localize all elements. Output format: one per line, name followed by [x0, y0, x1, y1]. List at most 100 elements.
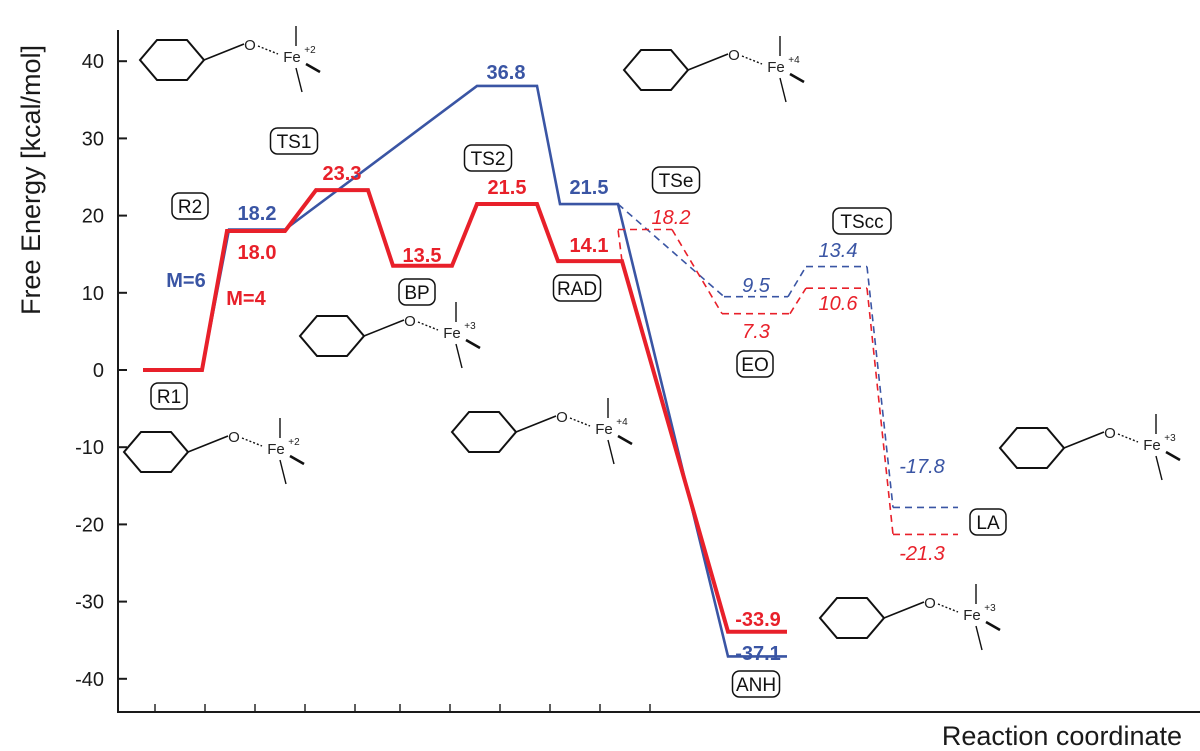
ligand-bond — [455, 343, 463, 369]
state-box-RAD — [552, 274, 602, 302]
ring-bond — [998, 427, 1066, 469]
dashed-connector — [617, 229, 623, 262]
state-box-EO — [736, 350, 774, 378]
molecule-RAD: O Fe+4 — [450, 398, 633, 465]
wedge-bond — [1165, 450, 1181, 462]
oxygen-atom: O — [728, 47, 740, 64]
series-line — [143, 188, 787, 634]
molecule-TS1: OFe+2 — [138, 26, 321, 93]
state-label-TS2: TS2 — [471, 149, 506, 170]
iron-atom: Fe — [443, 325, 461, 342]
ring-bond — [622, 49, 690, 91]
bond — [569, 417, 591, 427]
molecule-R1: OFe+2 — [122, 418, 305, 485]
bond — [687, 53, 729, 71]
molecule-LA: OFe+3 — [998, 414, 1181, 481]
y-tick-label: 10 — [82, 283, 104, 305]
oxygen-atom: O — [556, 409, 568, 426]
value-label-blue_RAD: 21.5 — [570, 177, 609, 199]
state-box-ANH — [731, 670, 781, 698]
value-label-red_EO: 7.3 — [742, 321, 770, 343]
state-label-R1: R1 — [157, 387, 181, 408]
value-label-red_R2: 18.0 — [238, 242, 277, 264]
state-box-R2 — [171, 192, 209, 220]
bond — [741, 55, 763, 65]
state-box-R1 — [150, 382, 188, 410]
oxygen-atom: O — [244, 37, 256, 54]
iron-charge: +3 — [464, 321, 476, 332]
value-label-red_RAD: 14.1 — [570, 235, 609, 257]
value-label-red_TS1: 23.3 — [323, 163, 362, 185]
bond — [883, 601, 925, 619]
state-label-ANH: ANH — [736, 675, 776, 696]
molecule-ANH: OFe+3 — [818, 584, 1001, 651]
wedge-bond — [789, 72, 805, 84]
multiplicity-label-m6: M=6 — [166, 270, 205, 292]
state-box-TSe — [651, 166, 701, 194]
iron-atom: Fe — [267, 441, 285, 458]
state-label-RAD: RAD — [557, 279, 597, 300]
wedge-bond — [985, 620, 1001, 632]
bond — [257, 45, 279, 55]
bond — [203, 43, 245, 61]
value-label-red_LA: -21.3 — [899, 543, 945, 565]
oxygen-atom: O — [924, 595, 936, 612]
state-label-TSe: TSe — [659, 171, 694, 192]
y-axis-title: Free Energy [kcal/mol] — [16, 45, 46, 315]
oxygen-atom: O — [1104, 425, 1116, 442]
dashed-connector — [789, 287, 807, 315]
y-tick-label: 20 — [82, 206, 104, 228]
dashed-connector — [671, 229, 723, 315]
molecule-TSe: OFe+4 — [622, 36, 805, 103]
wedge-bond — [289, 454, 305, 466]
state-label-TS1: TS1 — [277, 132, 312, 153]
iron-charge: +4 — [616, 417, 628, 428]
y-tick-label: 30 — [82, 128, 104, 150]
state-label-TScc: TScc — [840, 212, 883, 233]
state-box-TS1 — [269, 127, 319, 155]
y-tick-label: -20 — [75, 514, 104, 536]
state-label-BP: BP — [404, 283, 429, 304]
ligand-bond — [975, 625, 983, 651]
iron-charge: +3 — [1164, 433, 1176, 444]
ring-bond — [818, 597, 886, 639]
value-label-red_TSe: 18.2 — [652, 207, 691, 229]
ligand-bond — [295, 67, 303, 93]
molecule-BP: OFe+3 — [298, 302, 481, 369]
value-label-blue_TS2: 36.8 — [487, 62, 526, 84]
value-label-blue_R2: 18.2 — [238, 203, 277, 225]
wedge-bond — [617, 434, 633, 446]
ring-bond — [122, 431, 190, 473]
bond — [241, 437, 263, 447]
state-box-BP — [398, 278, 436, 306]
ligand-bond — [1155, 455, 1163, 481]
value-label-blue_ANH: -37.1 — [735, 643, 781, 665]
iron-atom: Fe — [767, 59, 785, 76]
y-tick-label: -10 — [75, 437, 104, 459]
oxygen-atom: O — [228, 429, 240, 446]
bond — [417, 321, 439, 331]
ligand-bond — [779, 77, 787, 103]
ligand-bond — [279, 459, 287, 485]
y-tick-label: 0 — [93, 360, 104, 382]
ring-bond — [298, 315, 366, 357]
multiplicity-label-m4: M=4 — [226, 288, 266, 310]
bond — [363, 319, 405, 337]
iron-atom: Fe — [963, 607, 981, 624]
series-layer — [143, 84, 958, 658]
ring-bond — [450, 411, 518, 453]
dashed-connector — [787, 266, 807, 298]
iron-atom: Fe — [595, 421, 613, 438]
value-label-red_BP: 13.5 — [403, 245, 442, 267]
bond — [1063, 431, 1105, 449]
bond — [937, 603, 959, 613]
state-label-EO: EO — [741, 355, 768, 376]
ring-bond — [138, 39, 206, 81]
state-box-LA — [969, 508, 1007, 536]
dashed-connector — [866, 266, 894, 508]
ligand-bond — [607, 439, 615, 465]
